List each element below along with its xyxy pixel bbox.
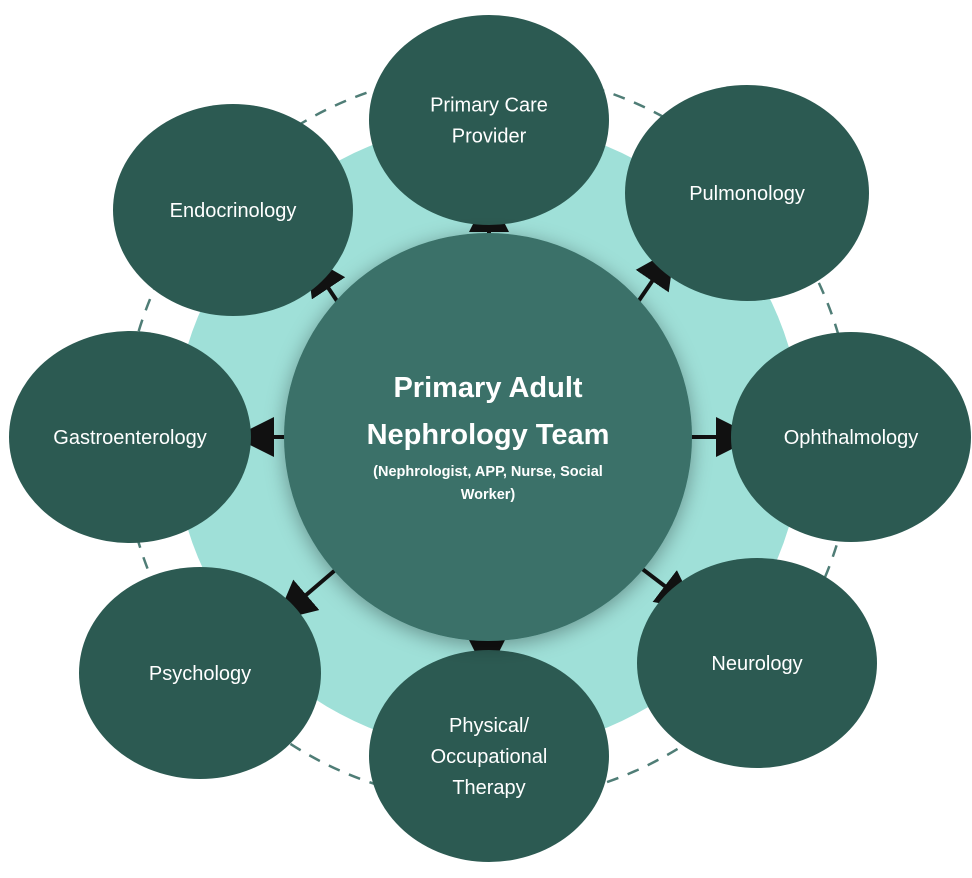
node-circle-psychology — [79, 567, 321, 779]
node-label-primary-care-provider-line1: Primary Care — [430, 95, 548, 117]
center-title-line1: Primary Adult — [393, 372, 582, 404]
node-psychology: Psychology — [79, 567, 321, 779]
center-node: Primary Adult Nephrology Team (Nephrolog… — [284, 233, 692, 641]
node-circle-physical-occupational-therapy — [369, 650, 609, 862]
node-ophthalmology: Ophthalmology — [731, 332, 971, 542]
node-endocrinology: Endocrinology — [113, 104, 353, 316]
node-circle-endocrinology — [113, 104, 353, 316]
node-circle-pulmonology — [625, 85, 869, 301]
center-node-circle — [284, 233, 692, 641]
node-circle-neurology — [637, 558, 877, 768]
node-label-gastroenterology: Gastroenterology — [53, 427, 206, 449]
node-gastroenterology: Gastroenterology — [9, 331, 251, 543]
node-label-physical-occupational-therapy-line3: Therapy — [452, 777, 525, 799]
node-label-endocrinology: Endocrinology — [170, 200, 297, 222]
node-label-physical-occupational-therapy-line1: Physical/ — [449, 715, 529, 737]
node-label-psychology: Psychology — [149, 663, 251, 685]
center-title-line2: Nephrology Team — [367, 419, 610, 451]
node-label-ophthalmology: Ophthalmology — [784, 427, 919, 449]
center-subtitle-line2: Worker) — [461, 487, 516, 503]
node-label-neurology: Neurology — [711, 653, 802, 675]
node-pulmonology: Pulmonology — [625, 85, 869, 301]
node-circle-primary-care-provider — [369, 15, 609, 225]
node-label-physical-occupational-therapy-line2: Occupational — [431, 746, 548, 768]
specialty-nodes: Primary CareProviderPulmonologyOphthalmo… — [9, 15, 971, 862]
node-label-pulmonology: Pulmonology — [689, 183, 805, 205]
node-circle-ophthalmology — [731, 332, 971, 542]
center-subtitle-line1: (Nephrologist, APP, Nurse, Social — [373, 464, 603, 480]
node-neurology: Neurology — [637, 558, 877, 768]
node-label-primary-care-provider-line2: Provider — [452, 126, 527, 148]
node-circle-gastroenterology — [9, 331, 251, 543]
